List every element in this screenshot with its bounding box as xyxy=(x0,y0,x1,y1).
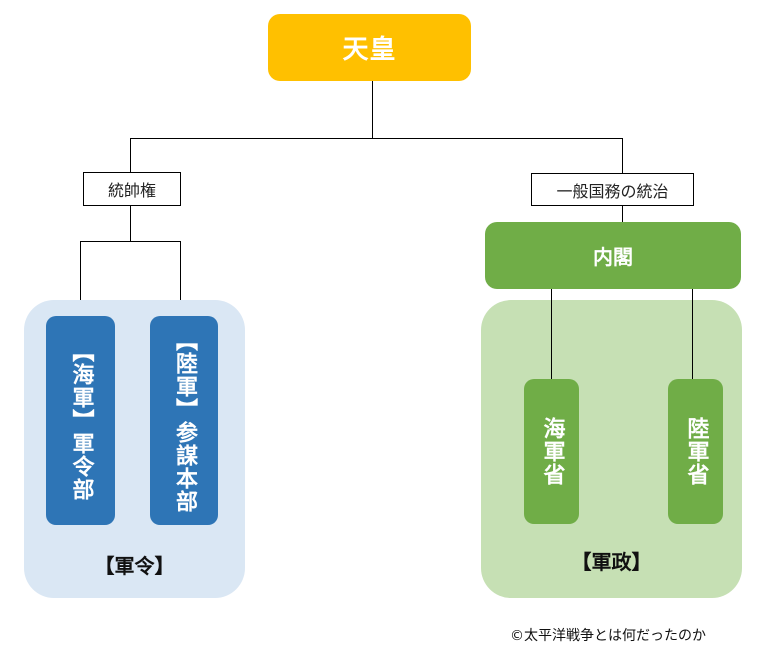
emperor-label: 天皇 xyxy=(342,35,397,65)
state-affairs-text: 一般国務の統治 xyxy=(556,181,669,201)
army-ministry-label: 陸軍省 xyxy=(683,417,709,486)
connector-left-down xyxy=(130,138,131,172)
navy-general-staff-label: 【海軍】軍令部 xyxy=(68,340,94,501)
supreme-command-text: 統帥権 xyxy=(107,181,156,200)
connector-left-horizontal xyxy=(80,241,180,242)
connector-main-horizontal xyxy=(130,138,623,139)
connector-right-label-down xyxy=(622,205,623,222)
supreme-command-label: 統帥権 xyxy=(83,172,181,206)
connector-army-down xyxy=(180,241,181,317)
state-affairs-label: 一般国務の統治 xyxy=(531,173,694,206)
military-command-title: 【軍令】 xyxy=(94,554,175,578)
navy-ministry-label: 海軍省 xyxy=(539,417,565,486)
connector-navy-down xyxy=(80,241,81,317)
cabinet-label: 内閣 xyxy=(593,245,633,269)
navy-general-staff-node: 【海軍】軍令部 xyxy=(46,316,115,525)
connector-right-down xyxy=(622,138,623,173)
army-ministry-node: 陸軍省 xyxy=(668,379,723,524)
connector-army-ministry xyxy=(692,289,693,380)
connector-left-label-down xyxy=(130,205,131,242)
connector-root-down xyxy=(372,81,373,139)
cabinet-node: 内閣 xyxy=(485,222,741,289)
military-administration-title: 【軍政】 xyxy=(571,550,652,574)
copyright-text: ©太平洋戦争とは何だったのか xyxy=(510,628,706,644)
navy-ministry-node: 海軍省 xyxy=(524,379,579,524)
connector-navy-ministry xyxy=(551,289,552,380)
emperor-node: 天皇 xyxy=(268,14,471,81)
army-general-staff-node: 【陸軍】参謀本部 xyxy=(150,316,218,525)
army-general-staff-label: 【陸軍】参謀本部 xyxy=(172,328,197,513)
